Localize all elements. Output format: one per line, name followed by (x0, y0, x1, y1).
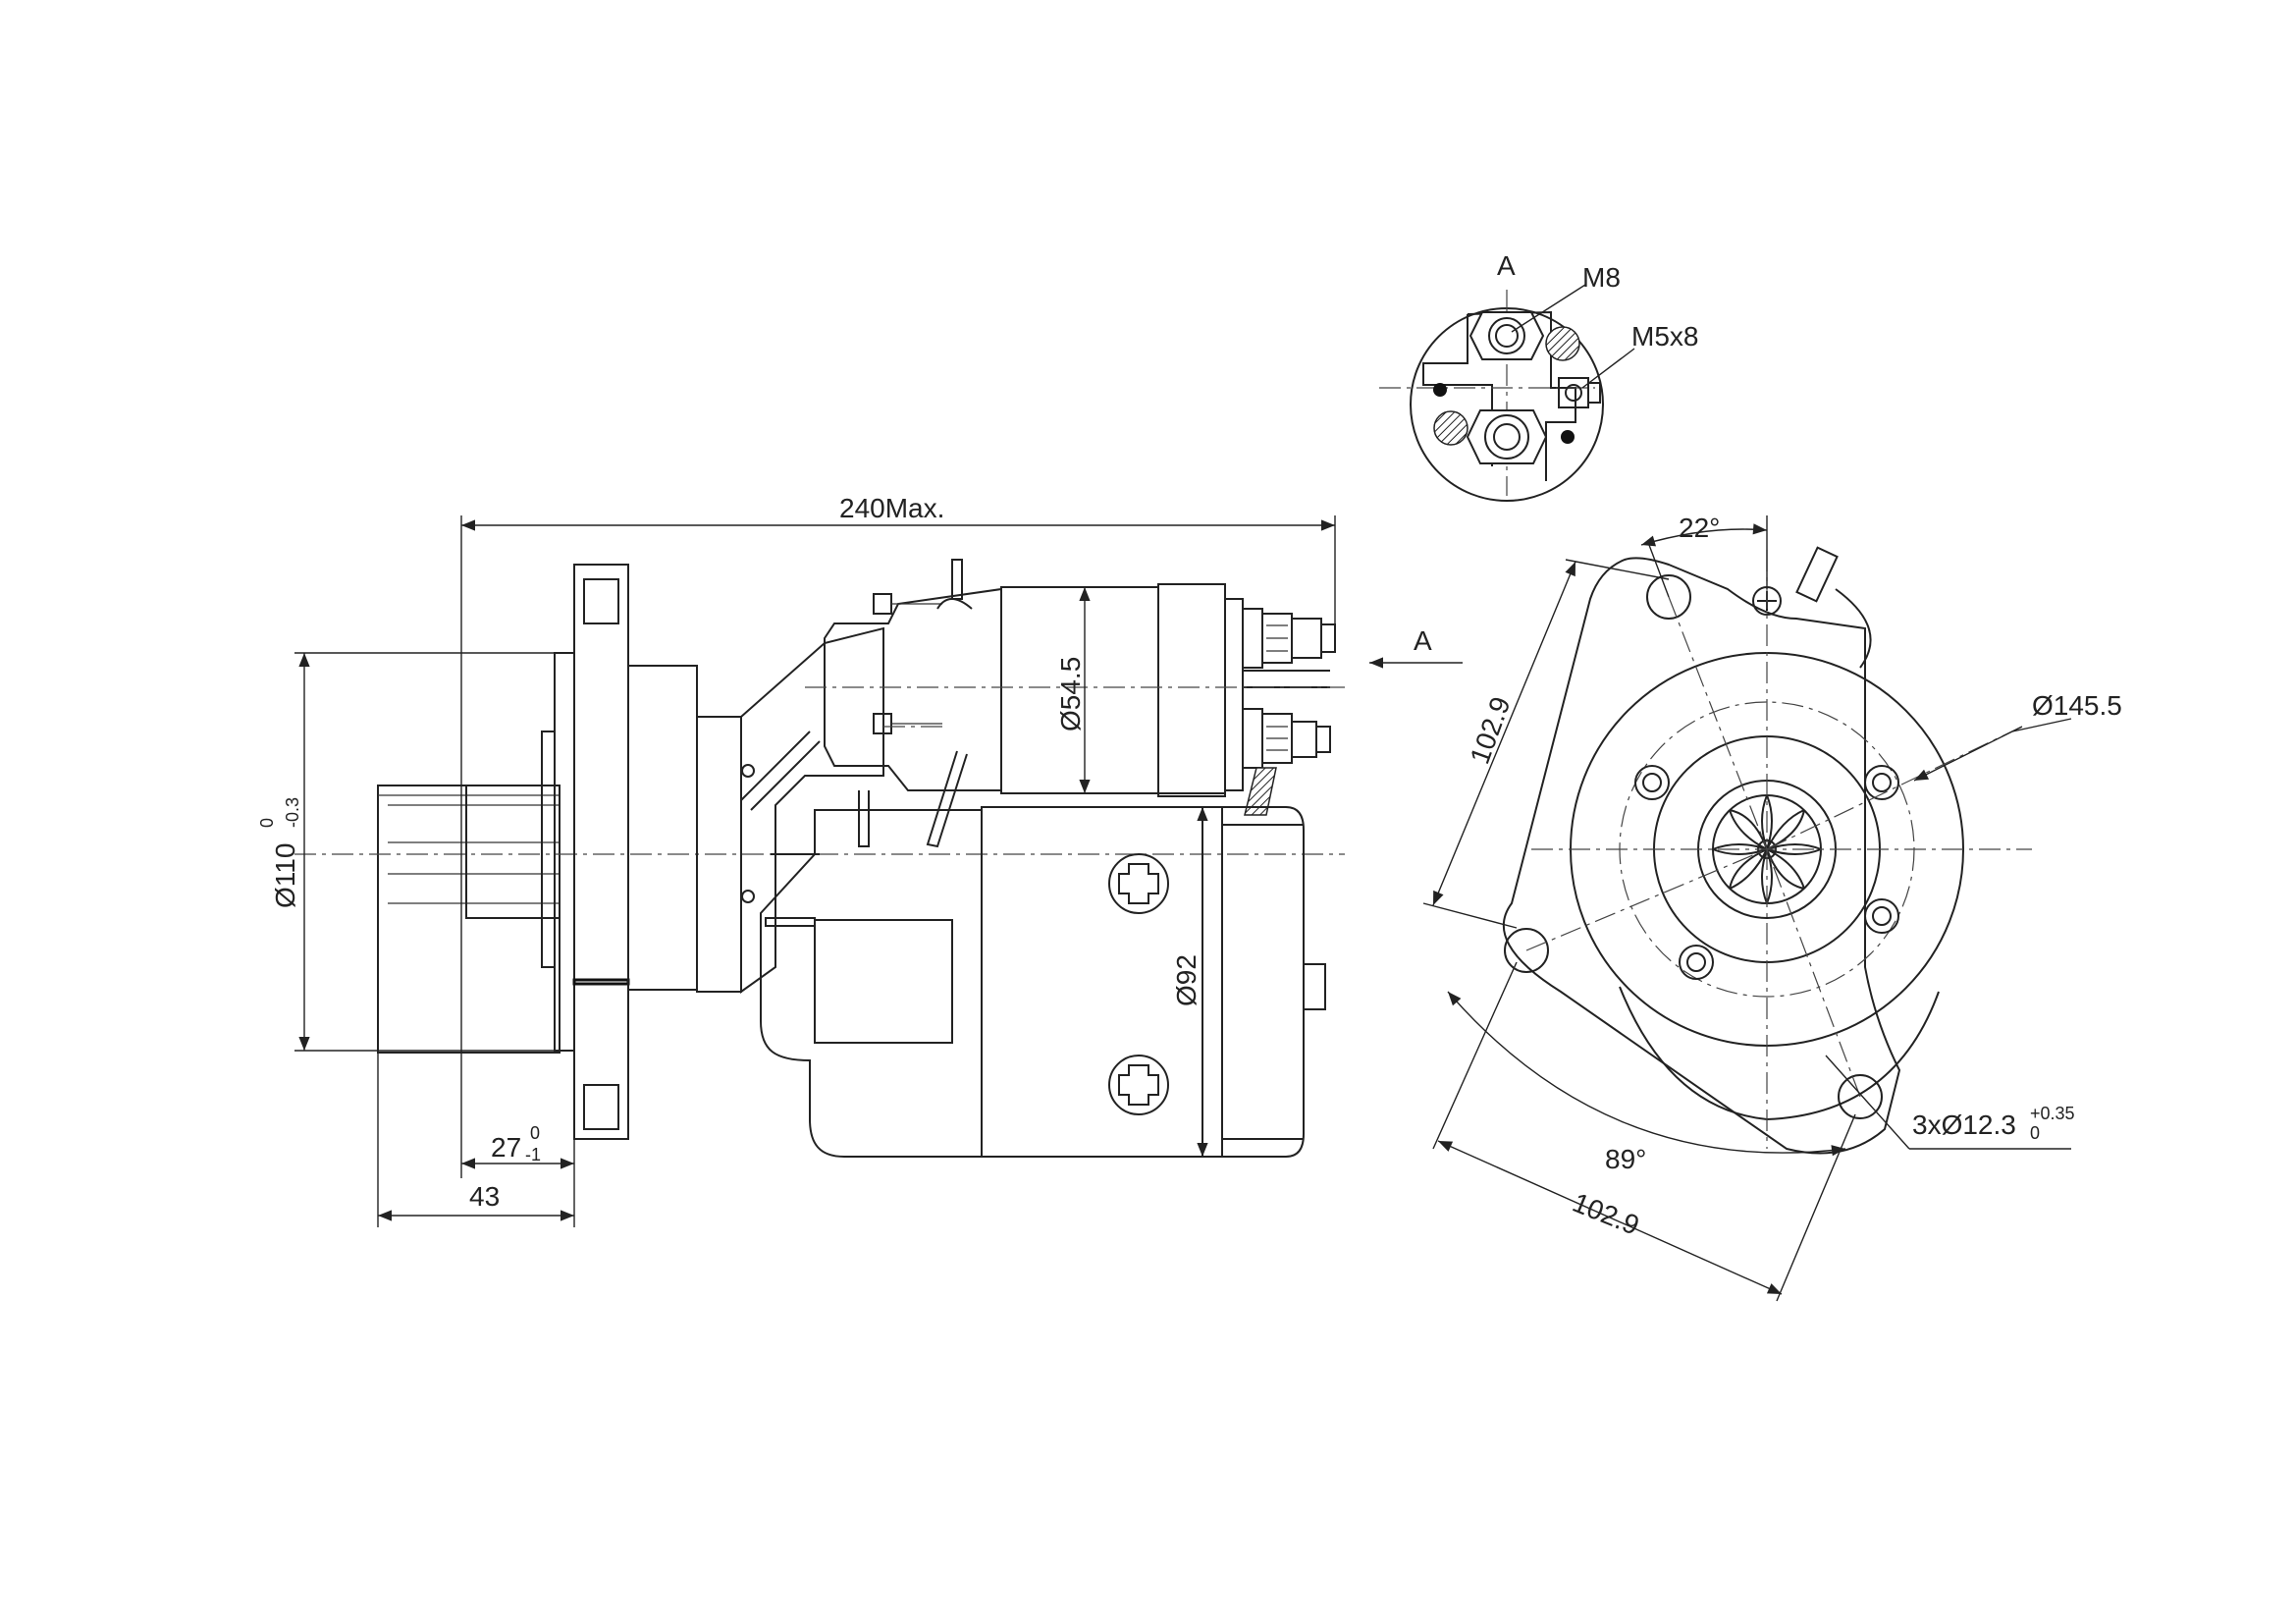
holes-label: 3xØ12.3 (1912, 1110, 2016, 1140)
shift-lever (858, 750, 968, 848)
holes-sub: 0 (2030, 1123, 2040, 1143)
terminal-lower (1466, 409, 1548, 464)
dim-43: 43 (377, 1053, 575, 1227)
front-view: 22° Ø145.5 102.9 89° 102.9 (1422, 513, 2122, 1302)
dim-solenoid-diameter: Ø54.5 (1055, 587, 1091, 793)
edge-bottom-label: 102.9 (1569, 1187, 1644, 1241)
cross-screw-lower (1108, 1055, 1169, 1115)
angle-89-label: 89° (1605, 1144, 1646, 1174)
edge-left-label: 102.9 (1465, 693, 1517, 768)
thread-m5x8-label: M5x8 (1631, 321, 1698, 352)
hole-callout: 3xØ12.3 +0.35 0 (1825, 1055, 2075, 1150)
front-screws (1634, 765, 1899, 980)
dim-flange-diameter: Ø110 0 -0.3 (257, 652, 574, 1052)
side-view: A 240Max. Ø110 0 -0.3 27 0 -1 (257, 493, 1463, 1227)
flange-dia-sup: 0 (257, 818, 277, 828)
view-a-arrow: A (1369, 625, 1463, 669)
dim-angle-89: 89° (1447, 991, 1846, 1174)
dim-overall-length: 240Max. (460, 493, 1336, 785)
view-a-title: A (1497, 250, 1516, 281)
view-arrow-label: A (1414, 625, 1432, 656)
drive-housing (740, 626, 884, 994)
dim-27-label: 27 (491, 1132, 521, 1163)
thread-m8-label: M8 (1582, 262, 1621, 293)
dim-motor-diameter: Ø92 (1171, 807, 1208, 1157)
terminal-m5x8 (1558, 377, 1601, 408)
dim-27-sub: -1 (525, 1145, 541, 1164)
dim-edge-left: 102.9 (1422, 559, 1670, 929)
solenoid (805, 559, 1345, 816)
motor-body (760, 806, 1326, 1158)
holes-sup: +0.35 (2030, 1104, 2075, 1123)
angle-22-label: 22° (1679, 513, 1720, 543)
dim-angle-22: 22° (1640, 513, 1768, 598)
dim-bolt-circle: Ø145.5 (1913, 690, 2122, 782)
solenoid-dia-label: Ø54.5 (1055, 657, 1086, 731)
dim-edge-bottom: 102.9 (1432, 961, 1856, 1302)
dim-43-label: 43 (469, 1181, 500, 1212)
flange-dia-label: Ø110 (270, 843, 300, 908)
flange-dia-sub: -0.3 (283, 797, 302, 828)
view-a-solenoid-end: A M8 M5x8 (1379, 250, 1698, 502)
overall-length-label: 240Max. (839, 493, 944, 523)
motor-dia-label: Ø92 (1171, 954, 1201, 1006)
triangular-flange (1502, 557, 1901, 1155)
dim-27: 27 0 -1 (460, 785, 575, 1178)
mounting-flange (572, 564, 755, 1140)
cross-screw-upper (1108, 853, 1169, 914)
dim-27-sup: 0 (530, 1123, 540, 1143)
bolt-circle-label: Ø145.5 (2032, 690, 2122, 721)
